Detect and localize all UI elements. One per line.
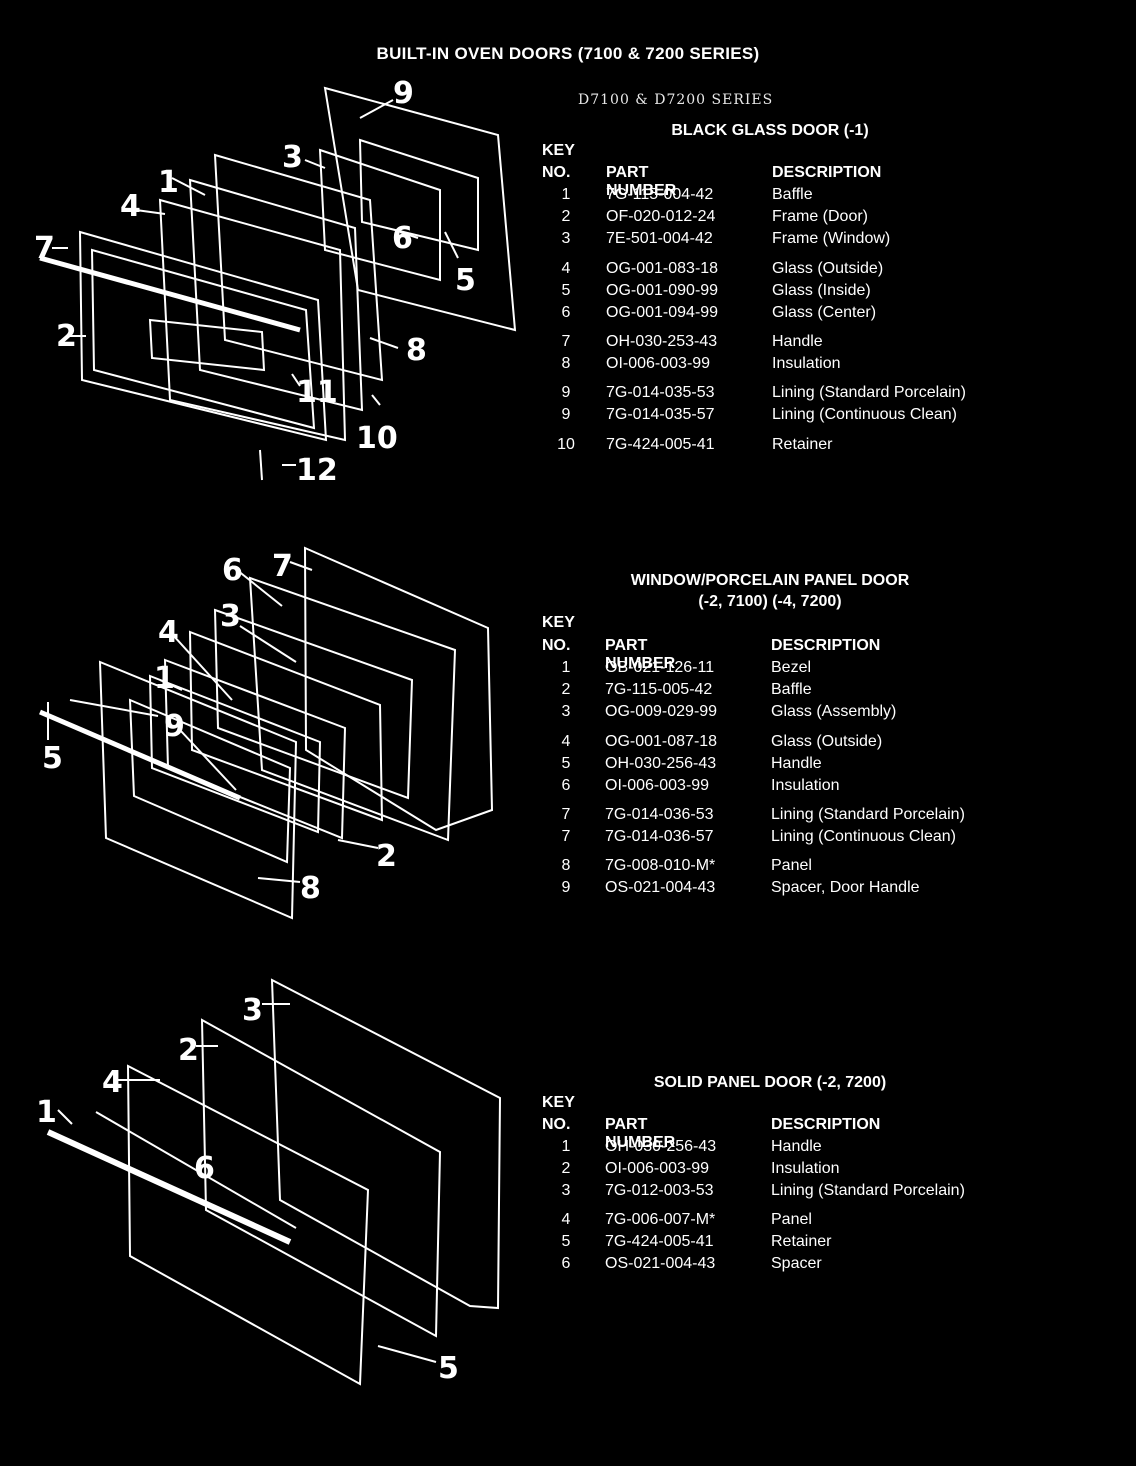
callout-9: 9: [164, 709, 185, 744]
handle-part: [39, 255, 301, 333]
retainer-part: [318, 148, 441, 282]
door-frame-part: [78, 230, 328, 442]
callout-7: 7: [272, 549, 293, 584]
window-detail: [148, 318, 266, 372]
callout-6: 6: [392, 221, 413, 256]
window-detail: [128, 698, 292, 864]
header-no: NO.: [542, 164, 571, 181]
glass-outside-part: [188, 178, 364, 412]
lining-part: [323, 86, 517, 332]
panel-part: [98, 660, 298, 920]
callout-6: 6: [222, 553, 243, 588]
header-no: NO.: [542, 1116, 571, 1133]
callout-3: 3: [242, 993, 263, 1028]
header-part-number: PART NUMBER: [606, 164, 677, 199]
solid-panel-door-diagram: [46, 978, 502, 1386]
callout-4: 4: [102, 1065, 123, 1100]
window-panel-door-diagram: [39, 546, 494, 920]
insulation-part: [200, 1018, 442, 1338]
callout-4: 4: [158, 615, 179, 650]
door-frame-inner: [90, 248, 316, 430]
callout-11: 11: [296, 375, 338, 410]
callout-2: 2: [178, 1033, 199, 1068]
glass-assembly-part: [213, 608, 414, 800]
baffle-part: [158, 198, 347, 442]
bezel-part: [148, 674, 322, 834]
lining-part: [270, 978, 502, 1310]
callout-labels-3: 3 2 4 1 6 5: [36, 993, 459, 1386]
handle-part: [46, 1129, 292, 1245]
callout-labels-2: 7 6 3 4 1 9 5 2 8: [42, 549, 397, 906]
insulation-part: [248, 576, 457, 842]
series-note: D7100 & D7200 SERIES: [578, 92, 774, 108]
callout-1: 1: [154, 661, 175, 696]
header-key: KEY: [542, 614, 575, 631]
section-title-solid-panel-door: SOLID PANEL DOOR (-2, 7200): [653, 1074, 887, 1091]
header-description: DESCRIPTION: [771, 1116, 881, 1133]
callout-5: 5: [455, 263, 476, 298]
header-key: KEY: [542, 142, 575, 159]
callout-3: 3: [282, 140, 303, 175]
header-description: DESCRIPTION: [772, 164, 882, 181]
callout-1: 1: [36, 1095, 57, 1130]
callout-7: 7: [34, 231, 55, 266]
glass-outside-part: [163, 658, 347, 840]
callout-labels: 9 3 1 4 7 6 5 2 8 11 10 12: [34, 76, 476, 488]
lining-part: [303, 546, 494, 832]
glass-center-part: [213, 153, 384, 382]
page-title: BUILT-IN OVEN DOORS (7100 & 7200 SERIES): [376, 44, 760, 63]
header-key: KEY: [542, 1094, 575, 1111]
handle-part: [39, 709, 241, 801]
callout-9: 9: [393, 76, 414, 111]
header-part-number: PART NUMBER: [605, 1116, 676, 1151]
panel-part: [126, 1064, 370, 1386]
callout-12: 12: [296, 453, 338, 488]
section-title-window-panel-door: WINDOW/PORCELAIN PANEL DOOR (-2, 7100) (…: [630, 572, 910, 610]
callout-10: 10: [356, 421, 398, 456]
callout-4: 4: [120, 189, 141, 224]
baffle-part: [188, 630, 384, 822]
callout-8: 8: [406, 333, 427, 368]
callout-5: 5: [438, 1351, 459, 1386]
callout-1: 1: [158, 165, 179, 200]
callout-2: 2: [56, 319, 77, 354]
callout-5: 5: [42, 741, 63, 776]
callout-6: 6: [194, 1151, 215, 1186]
header-description: DESCRIPTION: [771, 637, 881, 654]
section-title-black-glass-door: BLACK GLASS DOOR (-1): [671, 122, 869, 139]
header-no: NO.: [542, 637, 571, 654]
callout-3: 3: [220, 599, 241, 634]
callout-8: 8: [300, 871, 321, 906]
inner-frame-part: [358, 138, 479, 252]
callout-2: 2: [376, 839, 397, 874]
header-part-number: PART NUMBER: [605, 637, 676, 672]
